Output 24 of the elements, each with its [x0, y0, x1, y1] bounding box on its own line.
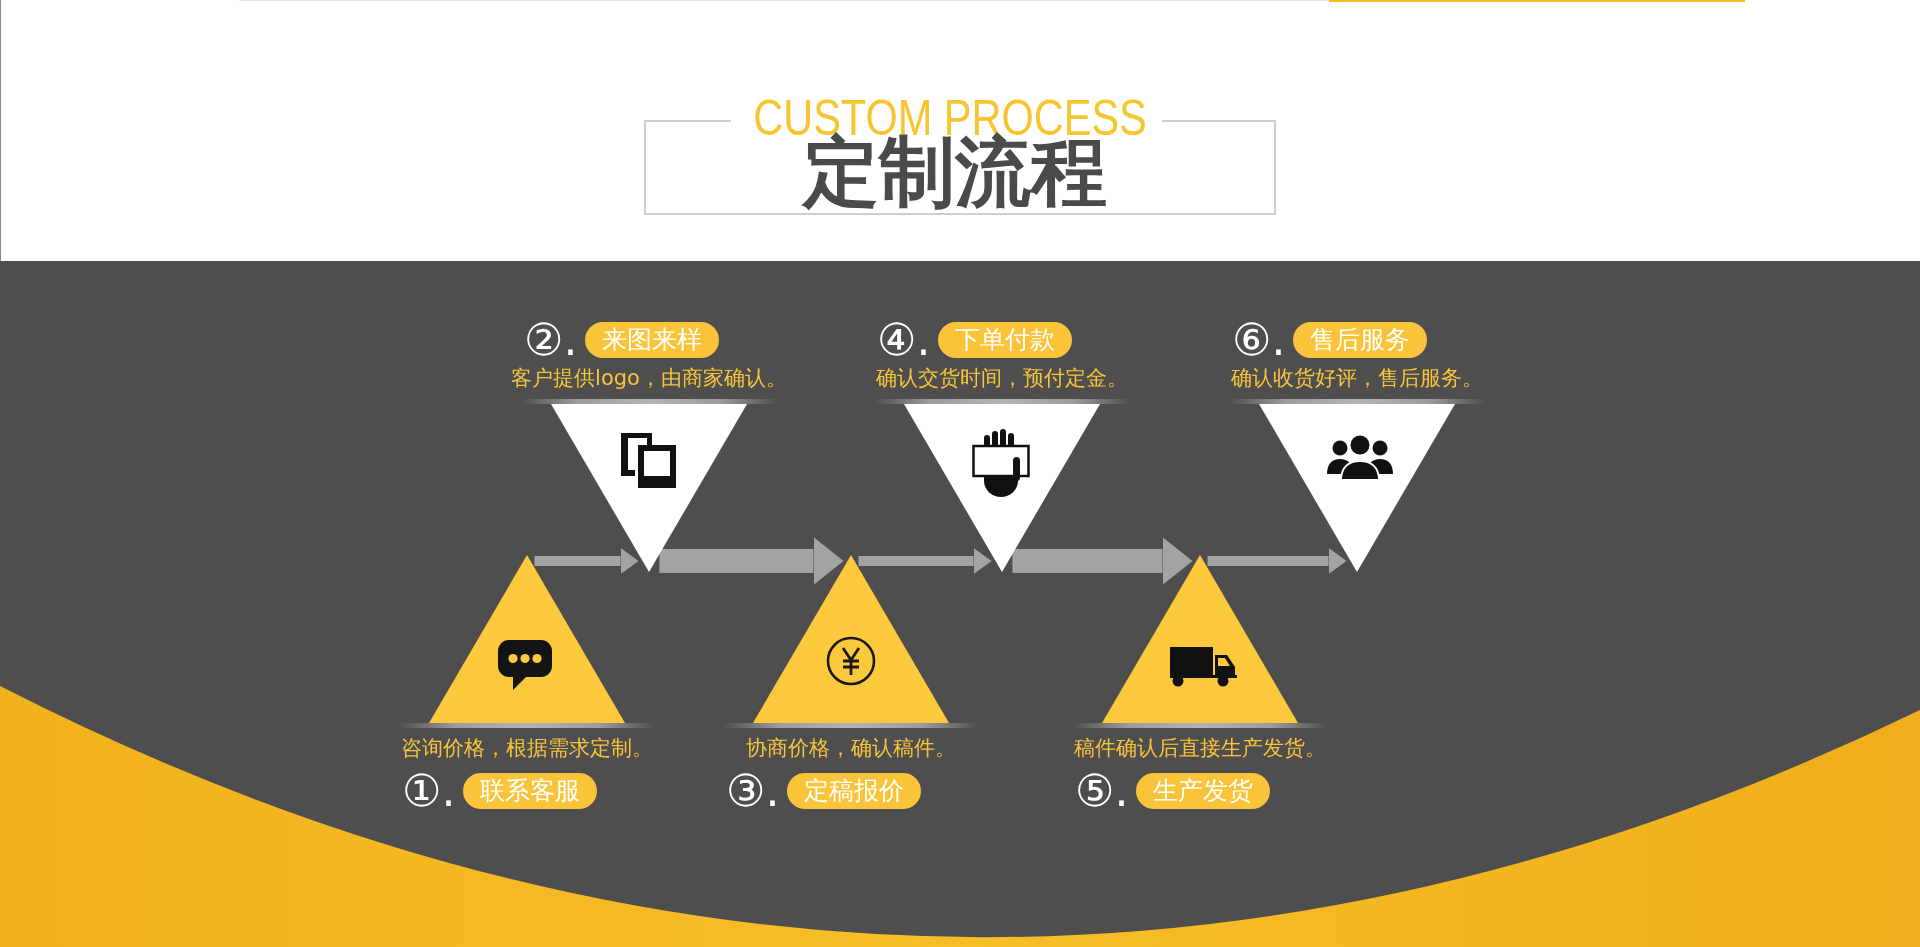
step-number: ④.: [877, 318, 931, 362]
step-number: ②.: [524, 318, 578, 362]
step-description: 咨询价格，根据需求定制。: [401, 735, 653, 761]
step-badge: 联系客服: [463, 773, 598, 809]
title: 定制流程: [803, 134, 1107, 210]
step-description: 客户提供logo，由商家确认。: [511, 365, 787, 391]
step-description: 协商价格，确认稿件。: [746, 735, 956, 761]
step-badge: 售后服务: [1293, 322, 1428, 358]
arrow: [1012, 537, 1193, 585]
step-number: ⑥.: [1232, 318, 1286, 362]
step-number: ⑤.: [1075, 769, 1129, 813]
arrow: [659, 537, 844, 585]
arrow: [1207, 548, 1347, 574]
step-description: 确认收货好评，售后服务。: [1231, 365, 1483, 391]
step-number: ③.: [726, 769, 780, 813]
arrow: [858, 548, 992, 574]
step-description: 确认交货时间，预付定金。: [876, 365, 1128, 391]
step-badge: 定稿报价: [787, 773, 922, 809]
step-badge: 生产发货: [1136, 773, 1271, 809]
arrow: [534, 548, 639, 574]
step-badge: 来图来样: [585, 322, 720, 358]
step-badge: 下单付款: [938, 322, 1073, 358]
step-description: 稿件确认后直接生产发货。: [1074, 735, 1326, 761]
step-number: ①.: [402, 769, 456, 813]
